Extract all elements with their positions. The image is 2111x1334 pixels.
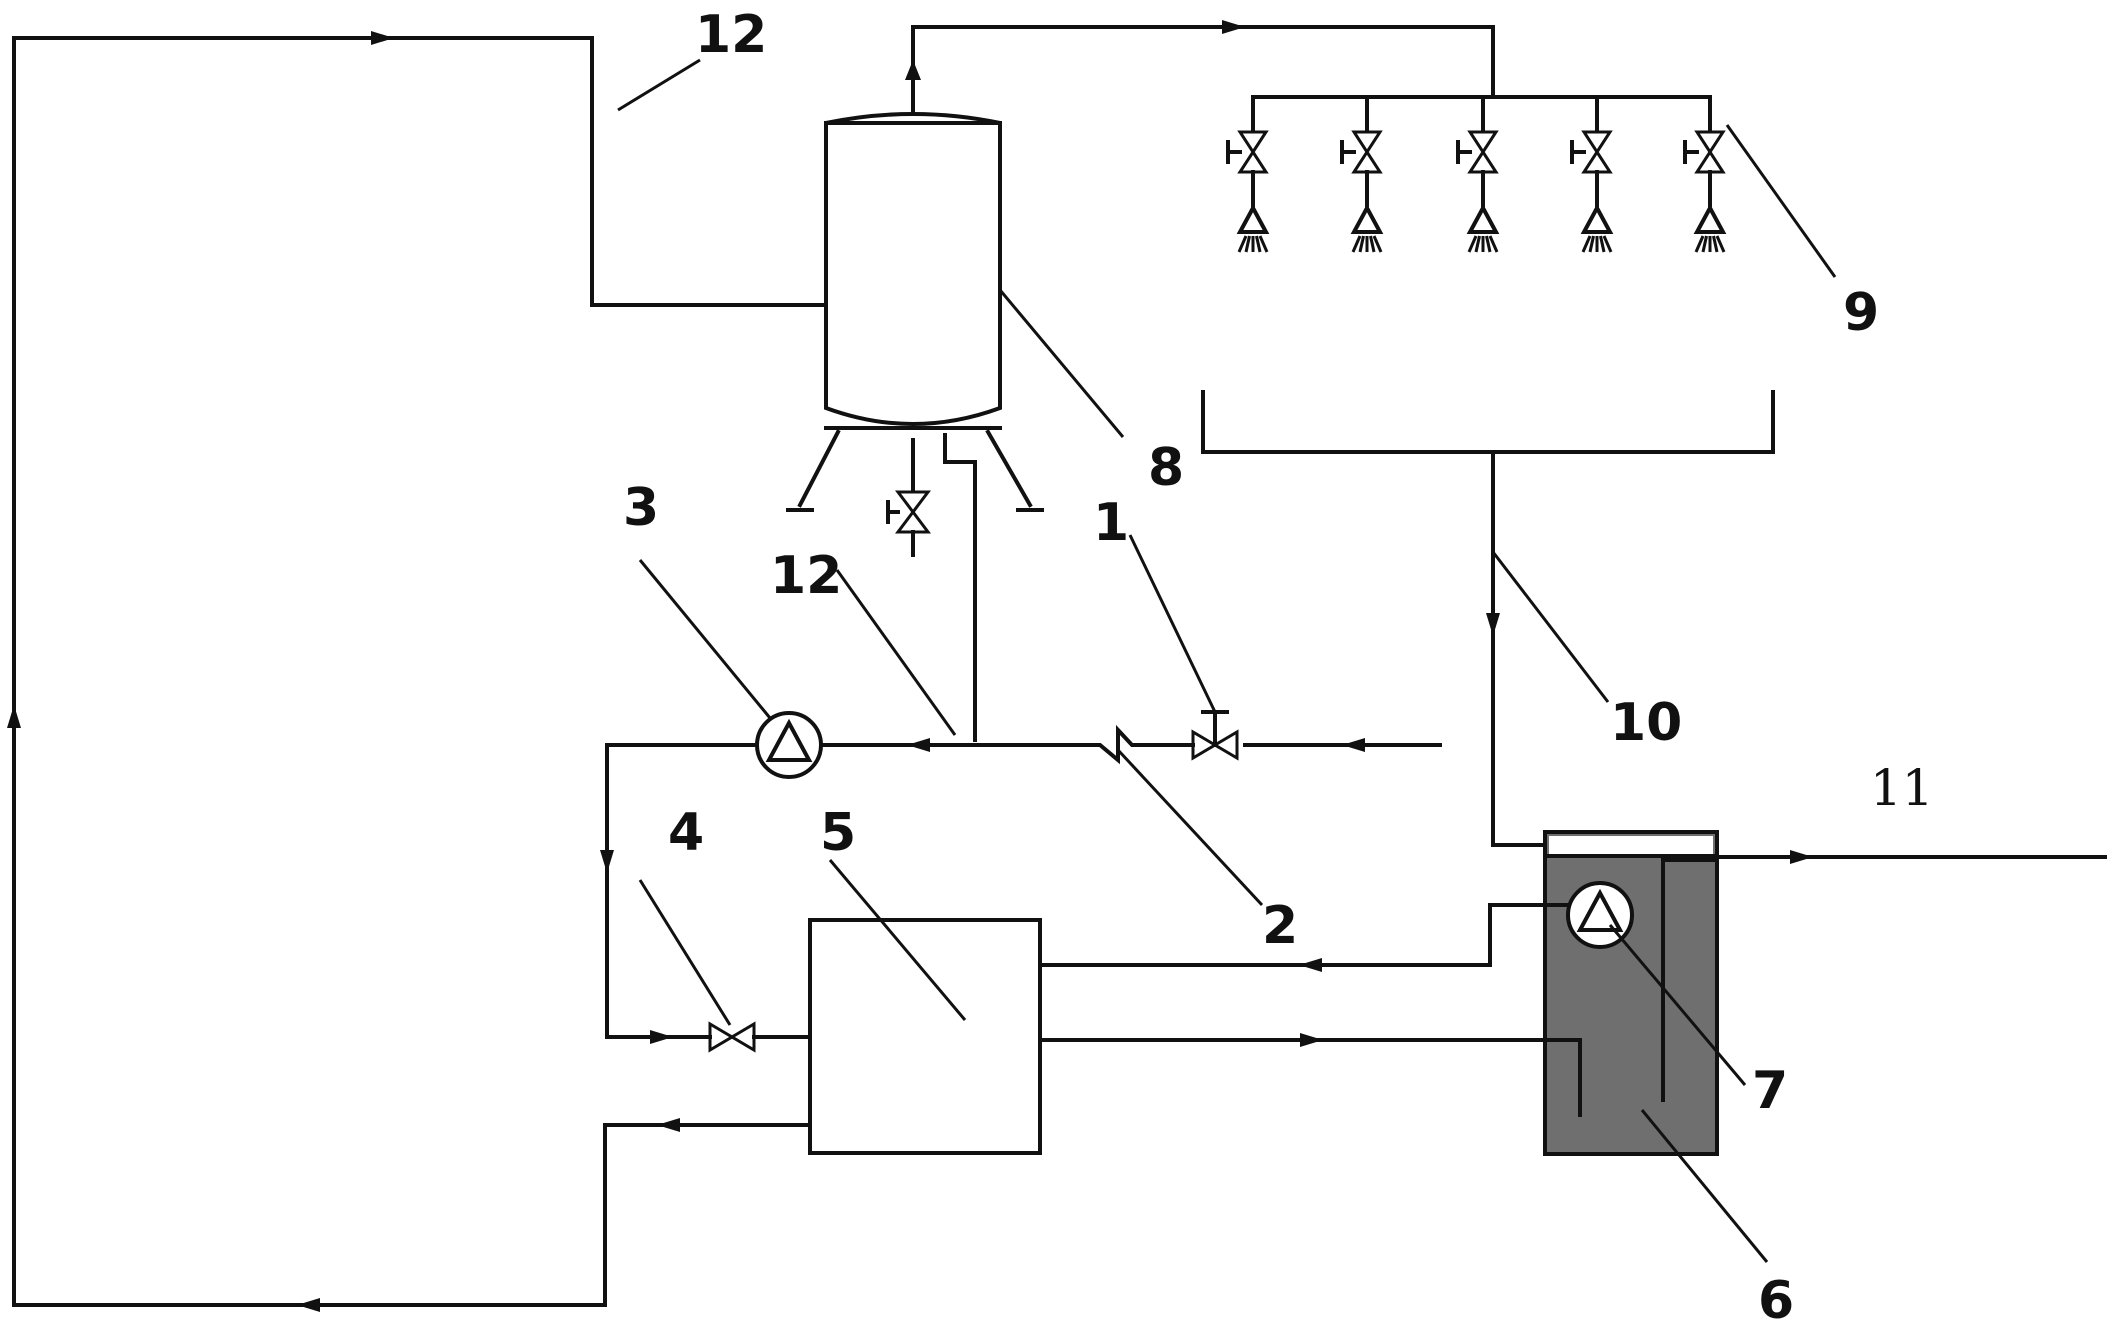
label-9: 9 [1843, 283, 1879, 343]
pump-7 [1038, 881, 1634, 972]
sprinkler-branch [1456, 95, 1500, 253]
sprinkler-branch [1340, 95, 1384, 253]
spray-icon [1467, 235, 1499, 253]
collection-tray [1201, 390, 1775, 847]
sprinkler-branch [1226, 95, 1270, 253]
feed-line [600, 710, 1442, 1053]
sprinkler-branch [1683, 95, 1727, 253]
outer-loop-pipe [7, 31, 828, 1312]
pressure-tank [786, 60, 1044, 742]
diagram-labels: 12 8 9 1 3 12 2 4 5 10 11 7 6 [623, 5, 1934, 1331]
spray-icon [1351, 235, 1383, 253]
sprinkler-header [911, 20, 1712, 99]
spray-icon [1237, 235, 1269, 253]
recovery-tank [1038, 830, 2107, 1156]
label-8: 8 [1148, 438, 1184, 498]
spray-icon [1694, 235, 1726, 253]
label-3: 3 [623, 478, 659, 538]
leader-lines [617, 58, 1837, 1263]
label-2: 2 [1262, 896, 1298, 956]
label-10: 10 [1610, 693, 1682, 753]
spray-icon [1581, 235, 1613, 253]
label-1: 1 [1093, 493, 1129, 553]
label-4: 4 [668, 803, 704, 863]
label-7: 7 [1752, 1061, 1788, 1121]
sprinkler-branch [1570, 95, 1614, 253]
label-12-mid: 12 [770, 546, 842, 606]
label-11: 11 [1870, 759, 1934, 817]
sprinkler-group [1226, 95, 1727, 253]
label-5: 5 [820, 803, 856, 863]
label-6: 6 [1758, 1271, 1794, 1331]
label-12-top: 12 [695, 5, 767, 65]
